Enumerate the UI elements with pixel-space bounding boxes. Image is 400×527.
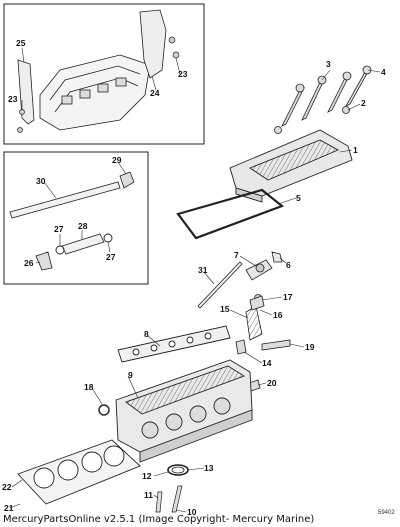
- callout-3: 3: [326, 59, 331, 69]
- callout-11: 11: [144, 490, 153, 500]
- callout-28: 28: [78, 221, 88, 231]
- callout-21: 21: [4, 503, 14, 513]
- callout-16: 16: [273, 310, 283, 320]
- rod-30-shape: [9, 181, 121, 219]
- callout-29: 29: [112, 155, 122, 165]
- callout-23-left: 23: [8, 94, 18, 104]
- callout-8: 8: [144, 329, 149, 339]
- callout-27-left: 27: [54, 224, 64, 234]
- callout-27-right: 27: [106, 252, 116, 262]
- valve-cover-shape: [229, 129, 353, 203]
- callout-25: 25: [16, 38, 26, 48]
- callout-24: 24: [150, 88, 160, 98]
- callout-15: 15: [220, 304, 230, 314]
- callout-26: 26: [24, 258, 34, 268]
- callout-12: 12: [142, 471, 152, 481]
- callout-6: 6: [286, 260, 291, 270]
- inset-box-top: [3, 3, 205, 145]
- callout-1: 1: [353, 145, 358, 155]
- copyright-footer: MercuryPartsOnline v2.5.1 (Image Copyrig…: [3, 514, 315, 525]
- callout-4: 4: [381, 67, 386, 77]
- callout-13: 13: [204, 463, 214, 473]
- callout-18: 18: [84, 382, 94, 392]
- callout-30: 30: [36, 176, 46, 186]
- callout-9: 9: [128, 370, 133, 380]
- callout-5: 5: [296, 193, 301, 203]
- diagram-code: 59402: [378, 510, 395, 516]
- callout-10: 10: [187, 507, 197, 517]
- bracket-24-shape: [139, 9, 167, 79]
- intake-gasket-shape: [117, 325, 231, 363]
- head-gasket-shape: [17, 439, 141, 505]
- callout-23-right: 23: [178, 69, 188, 79]
- callout-2: 2: [361, 98, 366, 108]
- callout-31: 31: [198, 265, 208, 275]
- cylinder-head-shape: [115, 359, 253, 463]
- bolts-shape: [274, 65, 372, 134]
- callout-19: 19: [305, 342, 315, 352]
- callout-22: 22: [2, 482, 12, 492]
- inset-box-middle: [3, 151, 149, 285]
- gasket-shape: [176, 188, 285, 240]
- callout-7: 7: [234, 250, 239, 260]
- leader-lines: [9, 47, 381, 513]
- callout-17: 17: [283, 292, 293, 302]
- bracket-25-shape: [17, 59, 35, 125]
- callout-20: 20: [267, 378, 277, 388]
- callout-14: 14: [262, 358, 272, 368]
- inset-engine-sketch: [39, 54, 151, 131]
